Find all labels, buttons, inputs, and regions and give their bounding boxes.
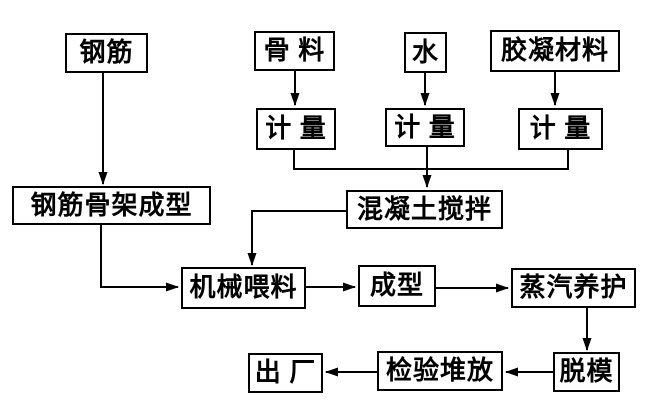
edge-mixing-to-feeding — [247, 210, 347, 266]
node-metering-water: 计 量 — [385, 108, 465, 147]
node-concrete-mixing: 混凝土搅拌 — [346, 190, 503, 229]
node-demolding: 脱模 — [553, 352, 620, 392]
node-forming: 成型 — [358, 265, 436, 307]
edge-metering-merge-bus — [293, 150, 569, 170]
node-steam-curing: 蒸汽养护 — [511, 268, 636, 308]
node-mechanical-feeding: 机械喂料 — [181, 267, 306, 309]
edge-skeleton-to-feeding — [100, 225, 179, 292]
node-metering-aggregate: 计 量 — [256, 108, 336, 150]
node-aggregate: 骨 料 — [254, 31, 335, 71]
node-water: 水 — [404, 32, 447, 73]
node-steel-rebar: 钢筋 — [65, 33, 148, 73]
node-metering-cementitious: 计 量 — [518, 108, 603, 150]
node-factory-shipping: 出 厂 — [248, 353, 323, 393]
node-cementitious-material: 胶凝材料 — [490, 30, 620, 72]
node-inspection-stacking: 检验堆放 — [377, 351, 503, 391]
node-rebar-skeleton-forming: 钢筋骨架成型 — [12, 186, 211, 225]
